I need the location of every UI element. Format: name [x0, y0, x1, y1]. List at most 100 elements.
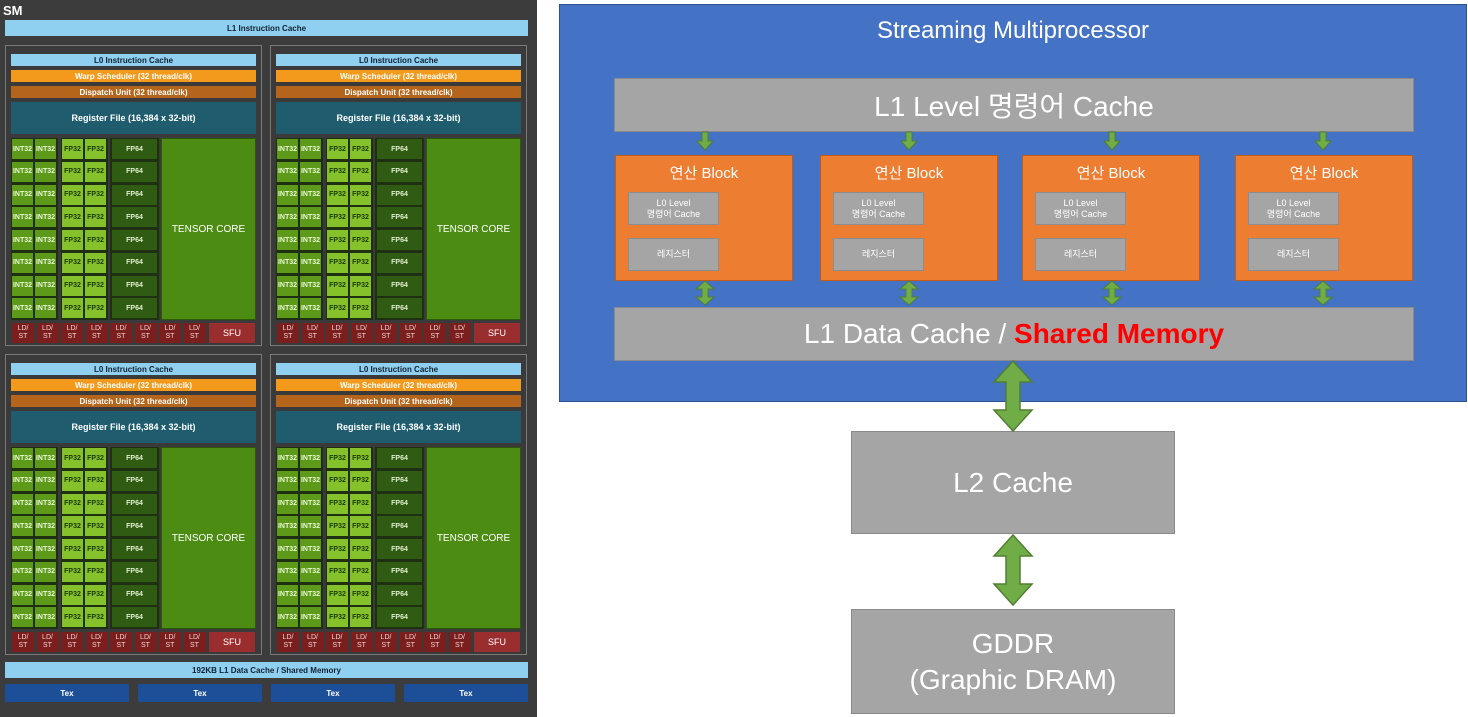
l0-cache-box: L0 Level 명령어 Cache: [1248, 192, 1339, 225]
fp64-unit: FP64: [112, 298, 157, 319]
ld-st-unit: LD/ ST: [159, 632, 181, 652]
fp64-unit: FP64: [377, 161, 422, 182]
tensor-core: TENSOR CORE: [426, 447, 521, 629]
fp64-unit: FP64: [112, 252, 157, 273]
ld-st-unit: LD/ ST: [424, 323, 446, 343]
double-arrow-icon: [695, 280, 715, 306]
arrow-down-icon: [1103, 131, 1121, 151]
fp32-unit: FP32: [62, 561, 83, 582]
register-file: Register File (16,384 x 32-bit): [276, 102, 521, 134]
int32-unit: INT32: [277, 161, 298, 182]
double-arrow-icon: [1102, 280, 1122, 306]
ld-st-unit: LD/ ST: [183, 632, 206, 652]
fp32-unit: FP32: [327, 584, 348, 605]
fp64-unit: FP64: [112, 493, 157, 514]
ld-st-unit: LD/ ST: [36, 323, 59, 343]
fp32-unit: FP32: [85, 298, 106, 319]
int32-unit: INT32: [277, 561, 298, 582]
int32-unit: INT32: [300, 184, 321, 205]
int32-unit: INT32: [12, 184, 33, 205]
int32-unit: INT32: [300, 139, 321, 159]
tex-unit: Tex: [404, 684, 528, 702]
ld-st-unit: LD/ ST: [350, 323, 373, 343]
sfu-unit: SFU: [209, 323, 255, 343]
fp64-unit: FP64: [112, 275, 157, 296]
l0-cache-box: L0 Level 명령어 Cache: [1035, 192, 1126, 225]
ld-st-unit: LD/ ST: [326, 323, 348, 343]
warp-scheduler: Warp Scheduler (32 thread/clk): [276, 70, 521, 82]
fp32-unit: FP32: [350, 516, 371, 537]
int32-unit: INT32: [300, 561, 321, 582]
int32-unit: INT32: [277, 184, 298, 205]
warp-scheduler: Warp Scheduler (32 thread/clk): [11, 70, 256, 82]
int32-unit: INT32: [12, 139, 33, 159]
fp32-unit: FP32: [62, 252, 83, 273]
fp32-unit: FP32: [85, 207, 106, 228]
int32-unit: INT32: [300, 539, 321, 559]
fp32-unit: FP32: [85, 470, 106, 491]
fp32-unit: FP32: [62, 584, 83, 605]
ld-st-unit: LD/ ST: [134, 323, 157, 343]
fp32-unit: FP32: [62, 184, 83, 205]
fp32-unit: FP32: [62, 298, 83, 319]
fp32-unit: FP32: [327, 448, 348, 468]
int32-unit: INT32: [35, 539, 56, 559]
ld-st-unit: LD/ ST: [399, 323, 422, 343]
int32-unit: INT32: [300, 607, 321, 628]
fp64-unit: FP64: [112, 561, 157, 582]
int32-unit: INT32: [277, 516, 298, 537]
fp32-unit: FP32: [350, 207, 371, 228]
int32-unit: INT32: [300, 252, 321, 273]
int32-unit: INT32: [12, 607, 33, 628]
dispatch-unit: Dispatch Unit (32 thread/clk): [11, 395, 256, 407]
l0-instruction-cache: L0 Instruction Cache: [276, 363, 521, 375]
register-file: Register File (16,384 x 32-bit): [276, 411, 521, 443]
ld-st-unit: LD/ ST: [12, 632, 34, 652]
int32-unit: INT32: [12, 230, 33, 250]
fp32-unit: FP32: [85, 448, 106, 468]
fp32-unit: FP32: [327, 184, 348, 205]
fp64-unit: FP64: [377, 275, 422, 296]
fp32-unit: FP32: [350, 448, 371, 468]
l0-instruction-cache: L0 Instruction Cache: [276, 54, 521, 66]
l0-instruction-cache: L0 Instruction Cache: [11, 363, 256, 375]
sm-title: SM: [3, 3, 23, 18]
int32-unit: INT32: [300, 448, 321, 468]
fp64-unit: FP64: [112, 516, 157, 537]
arrow-down-icon: [900, 131, 918, 151]
fp32-unit: FP32: [62, 539, 83, 559]
fp64-unit: FP64: [112, 184, 157, 205]
fp32-unit: FP32: [85, 607, 106, 628]
fp32-unit: FP32: [85, 516, 106, 537]
fp32-unit: FP32: [350, 561, 371, 582]
fp32-unit: FP32: [85, 161, 106, 182]
int32-unit: INT32: [12, 161, 33, 182]
fp32-unit: FP32: [85, 184, 106, 205]
fp32-unit: FP32: [327, 561, 348, 582]
int32-unit: INT32: [35, 207, 56, 228]
fp32-unit: FP32: [85, 230, 106, 250]
fp64-unit: FP64: [377, 298, 422, 319]
ld-st-unit: LD/ ST: [375, 323, 397, 343]
fp64-unit: FP64: [377, 139, 422, 159]
fp32-unit: FP32: [85, 539, 106, 559]
int32-unit: INT32: [35, 252, 56, 273]
int32-unit: INT32: [277, 230, 298, 250]
fp32-unit: FP32: [350, 493, 371, 514]
int32-unit: INT32: [12, 275, 33, 296]
register-box: 레지스터: [628, 238, 719, 271]
int32-unit: INT32: [35, 230, 56, 250]
int32-unit: INT32: [277, 298, 298, 319]
l1-level-instruction-cache: L1 Level 명령어 Cache: [614, 78, 1414, 132]
l0-instruction-cache: L0 Instruction Cache: [11, 54, 256, 66]
ld-st-unit: LD/ ST: [277, 323, 299, 343]
register-file: Register File (16,384 x 32-bit): [11, 102, 256, 134]
tensor-core: TENSOR CORE: [161, 138, 256, 320]
int32-unit: INT32: [300, 275, 321, 296]
dispatch-unit: Dispatch Unit (32 thread/clk): [276, 395, 521, 407]
fp32-unit: FP32: [85, 139, 106, 159]
ld-st-unit: LD/ ST: [85, 632, 108, 652]
int32-unit: INT32: [12, 207, 33, 228]
fp64-unit: FP64: [112, 448, 157, 468]
